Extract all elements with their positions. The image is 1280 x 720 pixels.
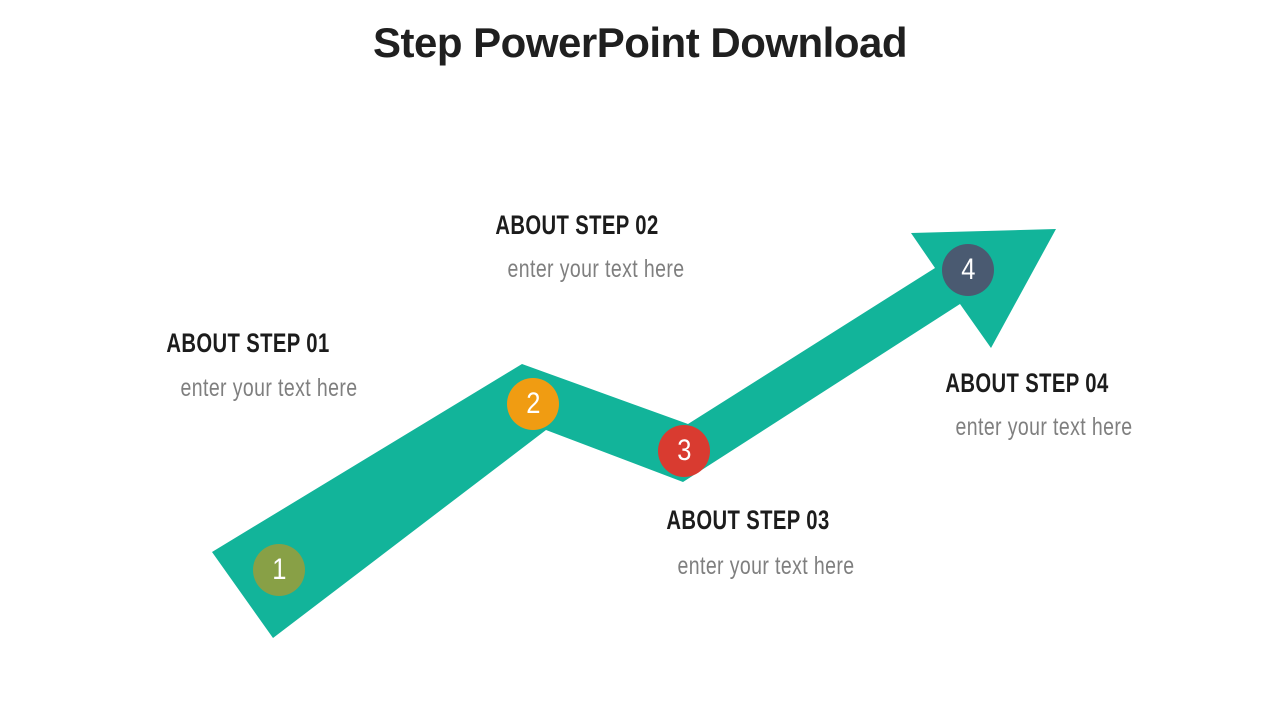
- arrow-shape: [212, 229, 1056, 638]
- step-2-badge: 2: [507, 378, 559, 430]
- step-1-label: ABOUT STEP 01: [166, 328, 330, 358]
- step-4-placeholder: enter your text here: [955, 413, 1133, 441]
- step-3-placeholder: enter your text here: [677, 552, 855, 580]
- step-4-badge: 4: [942, 244, 994, 296]
- step-4-number: 4: [960, 253, 976, 286]
- step-1-badge: 1: [253, 544, 305, 596]
- step-1-number: 1: [271, 553, 287, 586]
- step-3-badge: 3: [658, 425, 710, 477]
- slide-title: Step PowerPoint Download: [372, 19, 908, 66]
- step-2-label: ABOUT STEP 02: [495, 210, 659, 240]
- step-2-number: 2: [525, 387, 541, 420]
- step-2-placeholder: enter your text here: [507, 255, 685, 283]
- step-3-label: ABOUT STEP 03: [666, 505, 830, 535]
- step-3-number: 3: [676, 434, 692, 467]
- step-1-placeholder: enter your text here: [180, 374, 358, 402]
- step-4-label: ABOUT STEP 04: [945, 368, 1109, 398]
